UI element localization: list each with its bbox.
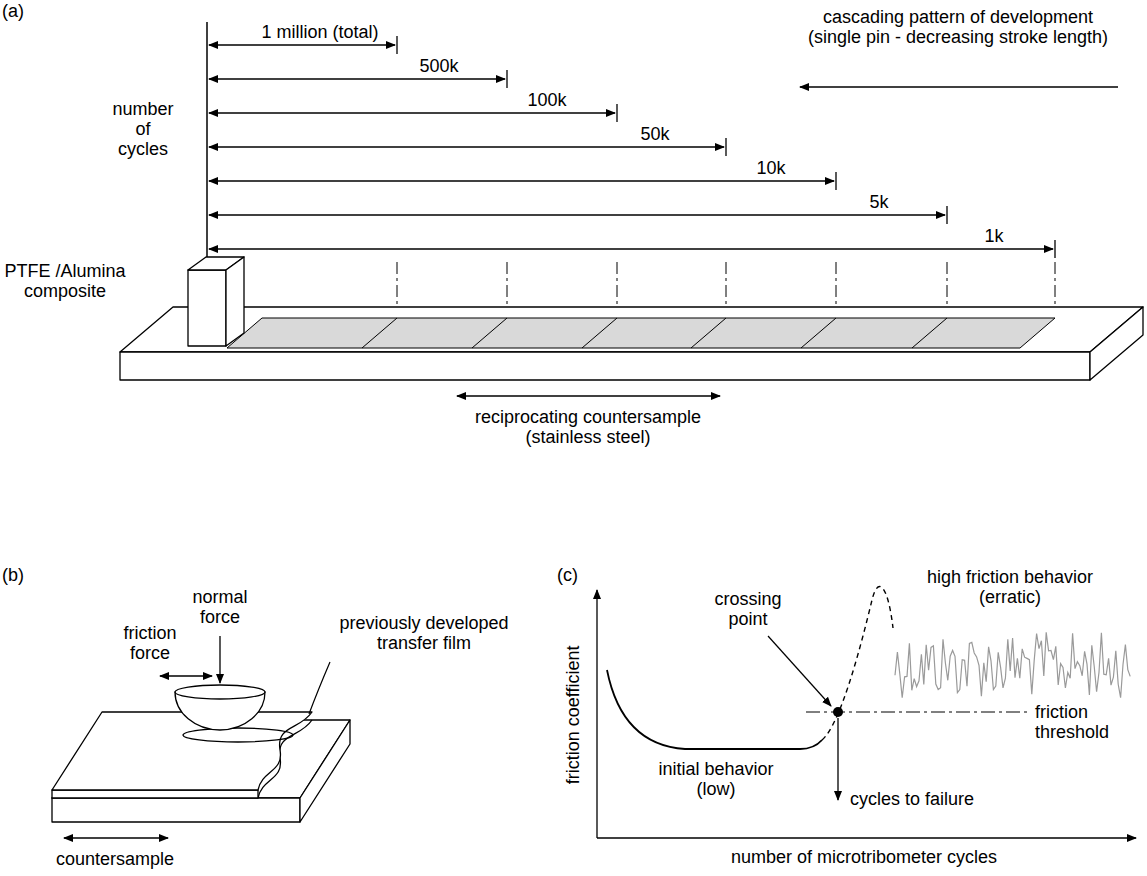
end-tick <box>835 172 836 190</box>
cycle-arrow <box>209 248 1053 249</box>
end-tick <box>396 36 397 54</box>
cycle-count: 5k <box>870 193 889 213</box>
pin-front <box>188 270 226 346</box>
motion-arrow <box>457 395 720 396</box>
motion-arrow <box>64 837 168 838</box>
end-tick <box>616 104 617 122</box>
end-tick <box>1054 240 1055 258</box>
cycle-arrow <box>209 44 395 45</box>
panel-letter: (a) <box>2 2 24 22</box>
cycle-count: 10k <box>757 159 786 179</box>
plate-side <box>1090 307 1143 380</box>
cycle-count: 1k <box>985 227 1004 247</box>
force-label: normal force <box>185 588 255 628</box>
force-label: friction force <box>115 624 185 664</box>
crossing-dot <box>833 707 843 717</box>
end-tick <box>725 138 726 156</box>
plate-front <box>120 352 1090 380</box>
composite-pin <box>188 257 244 346</box>
transfer-film <box>52 712 312 790</box>
cycle-count: 500k <box>420 57 459 77</box>
cycle-arrow <box>209 146 724 147</box>
cycle-arrow <box>209 112 615 113</box>
callout-label: cycles to failure <box>850 790 974 810</box>
axis-line <box>206 22 208 257</box>
cycle-count: 100k <box>528 91 567 111</box>
callout-arrow <box>768 636 831 706</box>
pin-side <box>226 257 244 346</box>
part-label: PTFE /Alumina composite <box>3 262 127 302</box>
region-label: initial behavior (low) <box>641 760 791 800</box>
transition-curve <box>822 587 893 740</box>
hemisphere-rim <box>175 685 265 699</box>
steel-plate <box>120 307 1143 380</box>
cycle-arrow <box>209 214 945 215</box>
line-label: friction threshold <box>1035 703 1130 743</box>
track-divider <box>801 318 836 348</box>
initial-curve <box>607 670 822 749</box>
wear-scar <box>183 728 293 742</box>
x-axis <box>597 837 1136 838</box>
track-divider <box>691 318 726 348</box>
track-divider <box>582 318 617 348</box>
axis-label: number of cycles <box>112 100 175 159</box>
erratic-trace <box>895 632 1130 697</box>
track-divider <box>472 318 507 348</box>
track-band <box>227 318 1055 348</box>
panel-letter: (c) <box>557 566 578 586</box>
leader-line <box>309 662 330 714</box>
cycle-count: 1 million (total) <box>262 23 379 43</box>
friction-force-arrow <box>160 675 212 676</box>
film-front <box>52 790 258 798</box>
normal-force-arrow <box>219 636 220 683</box>
track-divider <box>912 318 947 348</box>
cycle-count: 50k <box>641 125 670 145</box>
region-label: high friction behavior (erratic) <box>910 568 1110 608</box>
end-tick <box>506 70 507 88</box>
panel-letter: (b) <box>2 566 24 586</box>
callout-label: crossing point <box>706 590 791 630</box>
cycle-arrow <box>209 78 505 79</box>
part-label: previously developed transfer film <box>338 614 510 654</box>
track-divider <box>362 318 397 348</box>
wear-track <box>227 318 1055 348</box>
erratic-line <box>895 632 1130 697</box>
part-label: countersample <box>56 850 174 870</box>
y-axis <box>596 590 597 838</box>
cascade-arrow <box>800 86 1118 87</box>
block-front <box>52 798 300 822</box>
axis-label: friction coefficient <box>564 646 584 785</box>
plate-top <box>120 307 1143 352</box>
note-text: cascading pattern of development (single… <box>807 8 1110 48</box>
end-tick <box>946 206 947 224</box>
cycle-arrow <box>209 180 834 181</box>
failure-arrow <box>837 718 838 800</box>
block-side <box>300 720 350 822</box>
cycle-arrows <box>209 36 1055 258</box>
part-label: reciprocating countersample (stainless s… <box>474 408 703 448</box>
axis-label: number of microtribometer cycles <box>731 848 997 868</box>
countersample-block <box>52 685 350 822</box>
